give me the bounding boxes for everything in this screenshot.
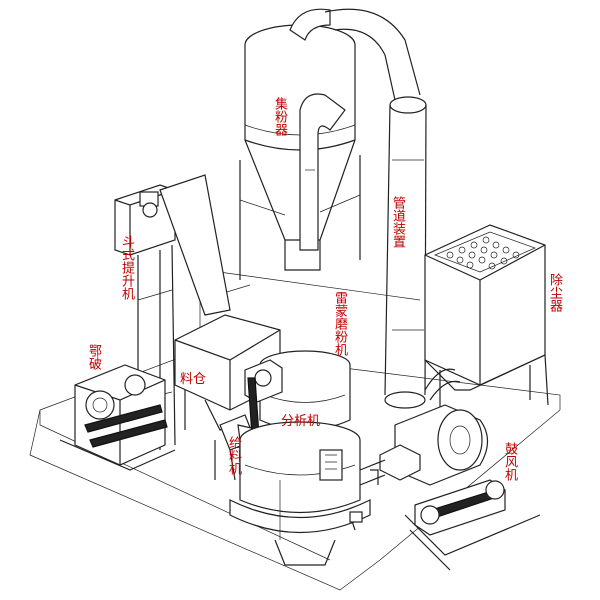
- label-dust-collector: 除尘器: [547, 273, 562, 312]
- label-jaw-crusher: 鄂破: [86, 344, 101, 370]
- label-bucket-elevator: 斗式提升机: [119, 235, 134, 300]
- label-feeder: 给料机: [226, 436, 241, 475]
- jaw-crusher: [59, 364, 176, 471]
- pipe-system: [299, 8, 427, 409]
- label-raymond-mill: 雷蒙磨粉机: [332, 291, 347, 356]
- dust-collector: [424, 224, 549, 410]
- bucket-elevator: [114, 174, 231, 455]
- blower: [359, 404, 541, 571]
- label-pipe: 管道装置: [390, 196, 405, 248]
- label-collector: 集粉器: [272, 97, 287, 136]
- label-blower: 鼓风机: [502, 442, 517, 481]
- raymond-mill: [229, 350, 371, 566]
- label-storage-bin: 料仓: [180, 372, 207, 387]
- label-separator: 分析机: [281, 414, 321, 429]
- connector-pipes: [370, 368, 461, 485]
